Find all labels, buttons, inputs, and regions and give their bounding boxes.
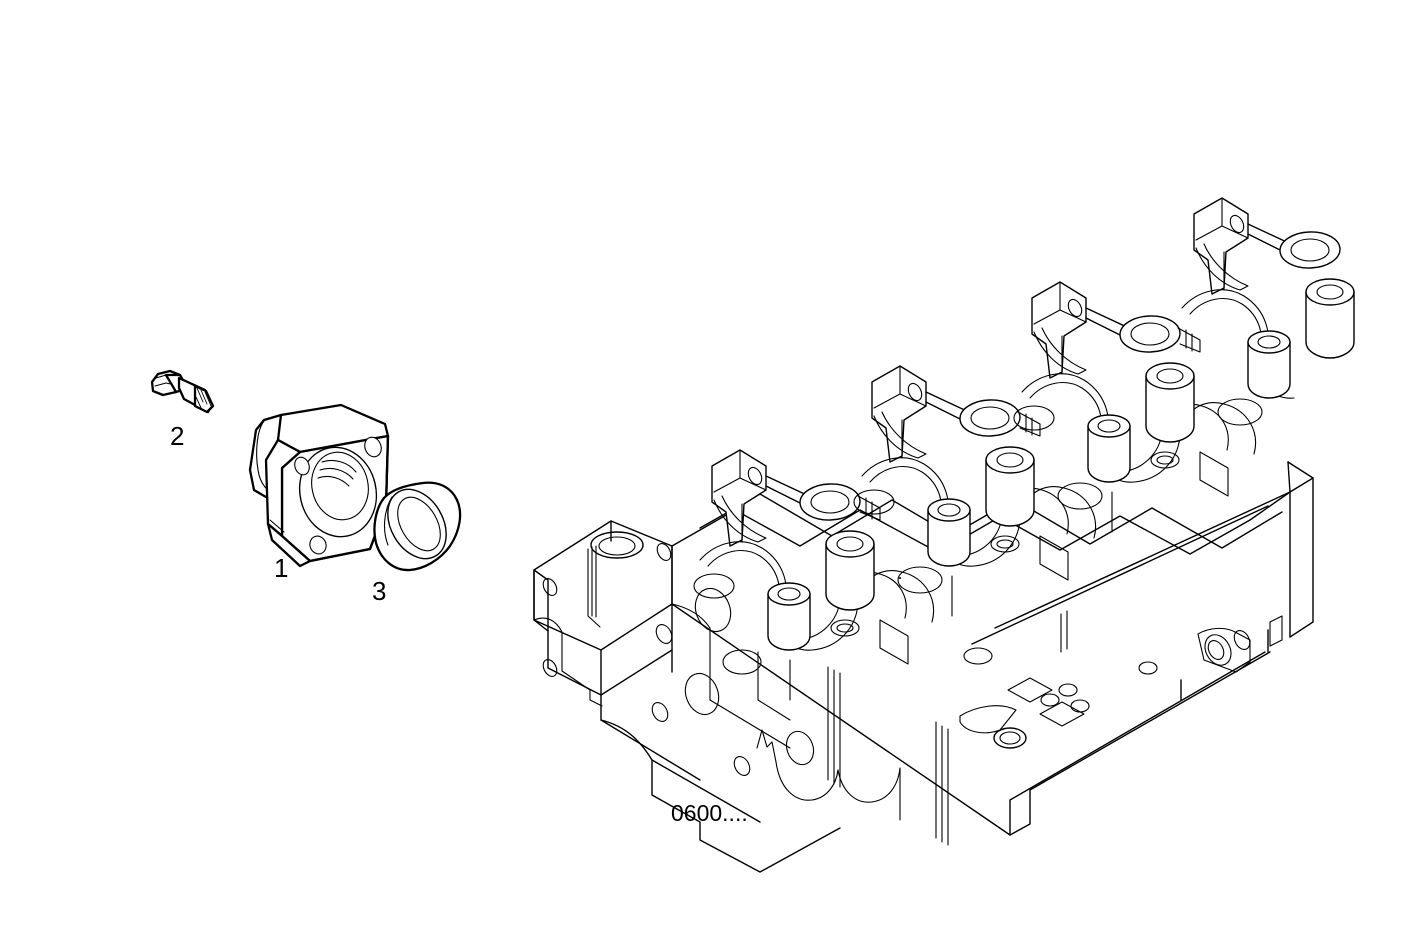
cam-bearing-cap <box>1193 197 1309 295</box>
valve-guide-boss <box>927 498 971 567</box>
valve-guide-boss <box>1087 414 1131 483</box>
valve-guide-boss <box>985 446 1035 527</box>
head-top-deck <box>971 461 1314 836</box>
head-front-end-flange <box>533 520 673 707</box>
callout-number-3: 3 <box>372 576 387 606</box>
cylinder-head-block <box>533 197 1355 873</box>
head-cam-deck <box>671 491 1291 605</box>
part-flange-cover-housing <box>248 403 390 568</box>
valve-guide-boss <box>1247 330 1291 399</box>
part-flange-bolt <box>150 369 215 414</box>
callout-number-2: 2 <box>170 421 185 451</box>
block-reference-label: 0600.... <box>671 800 748 826</box>
valve-guide-bosses <box>767 278 1355 651</box>
deck-port-openings <box>693 398 1263 734</box>
valve-guide-boss <box>825 530 875 611</box>
cam-journal-saddles <box>799 231 1341 521</box>
valve-guide-boss <box>767 582 811 651</box>
valve-guide-boss <box>1305 278 1355 359</box>
deck-webs <box>789 451 1229 701</box>
valve-guide-boss <box>1145 362 1195 443</box>
head-front-wall <box>600 587 1011 873</box>
part-seal-ring <box>373 481 462 572</box>
callout-number-1: 1 <box>274 553 289 583</box>
